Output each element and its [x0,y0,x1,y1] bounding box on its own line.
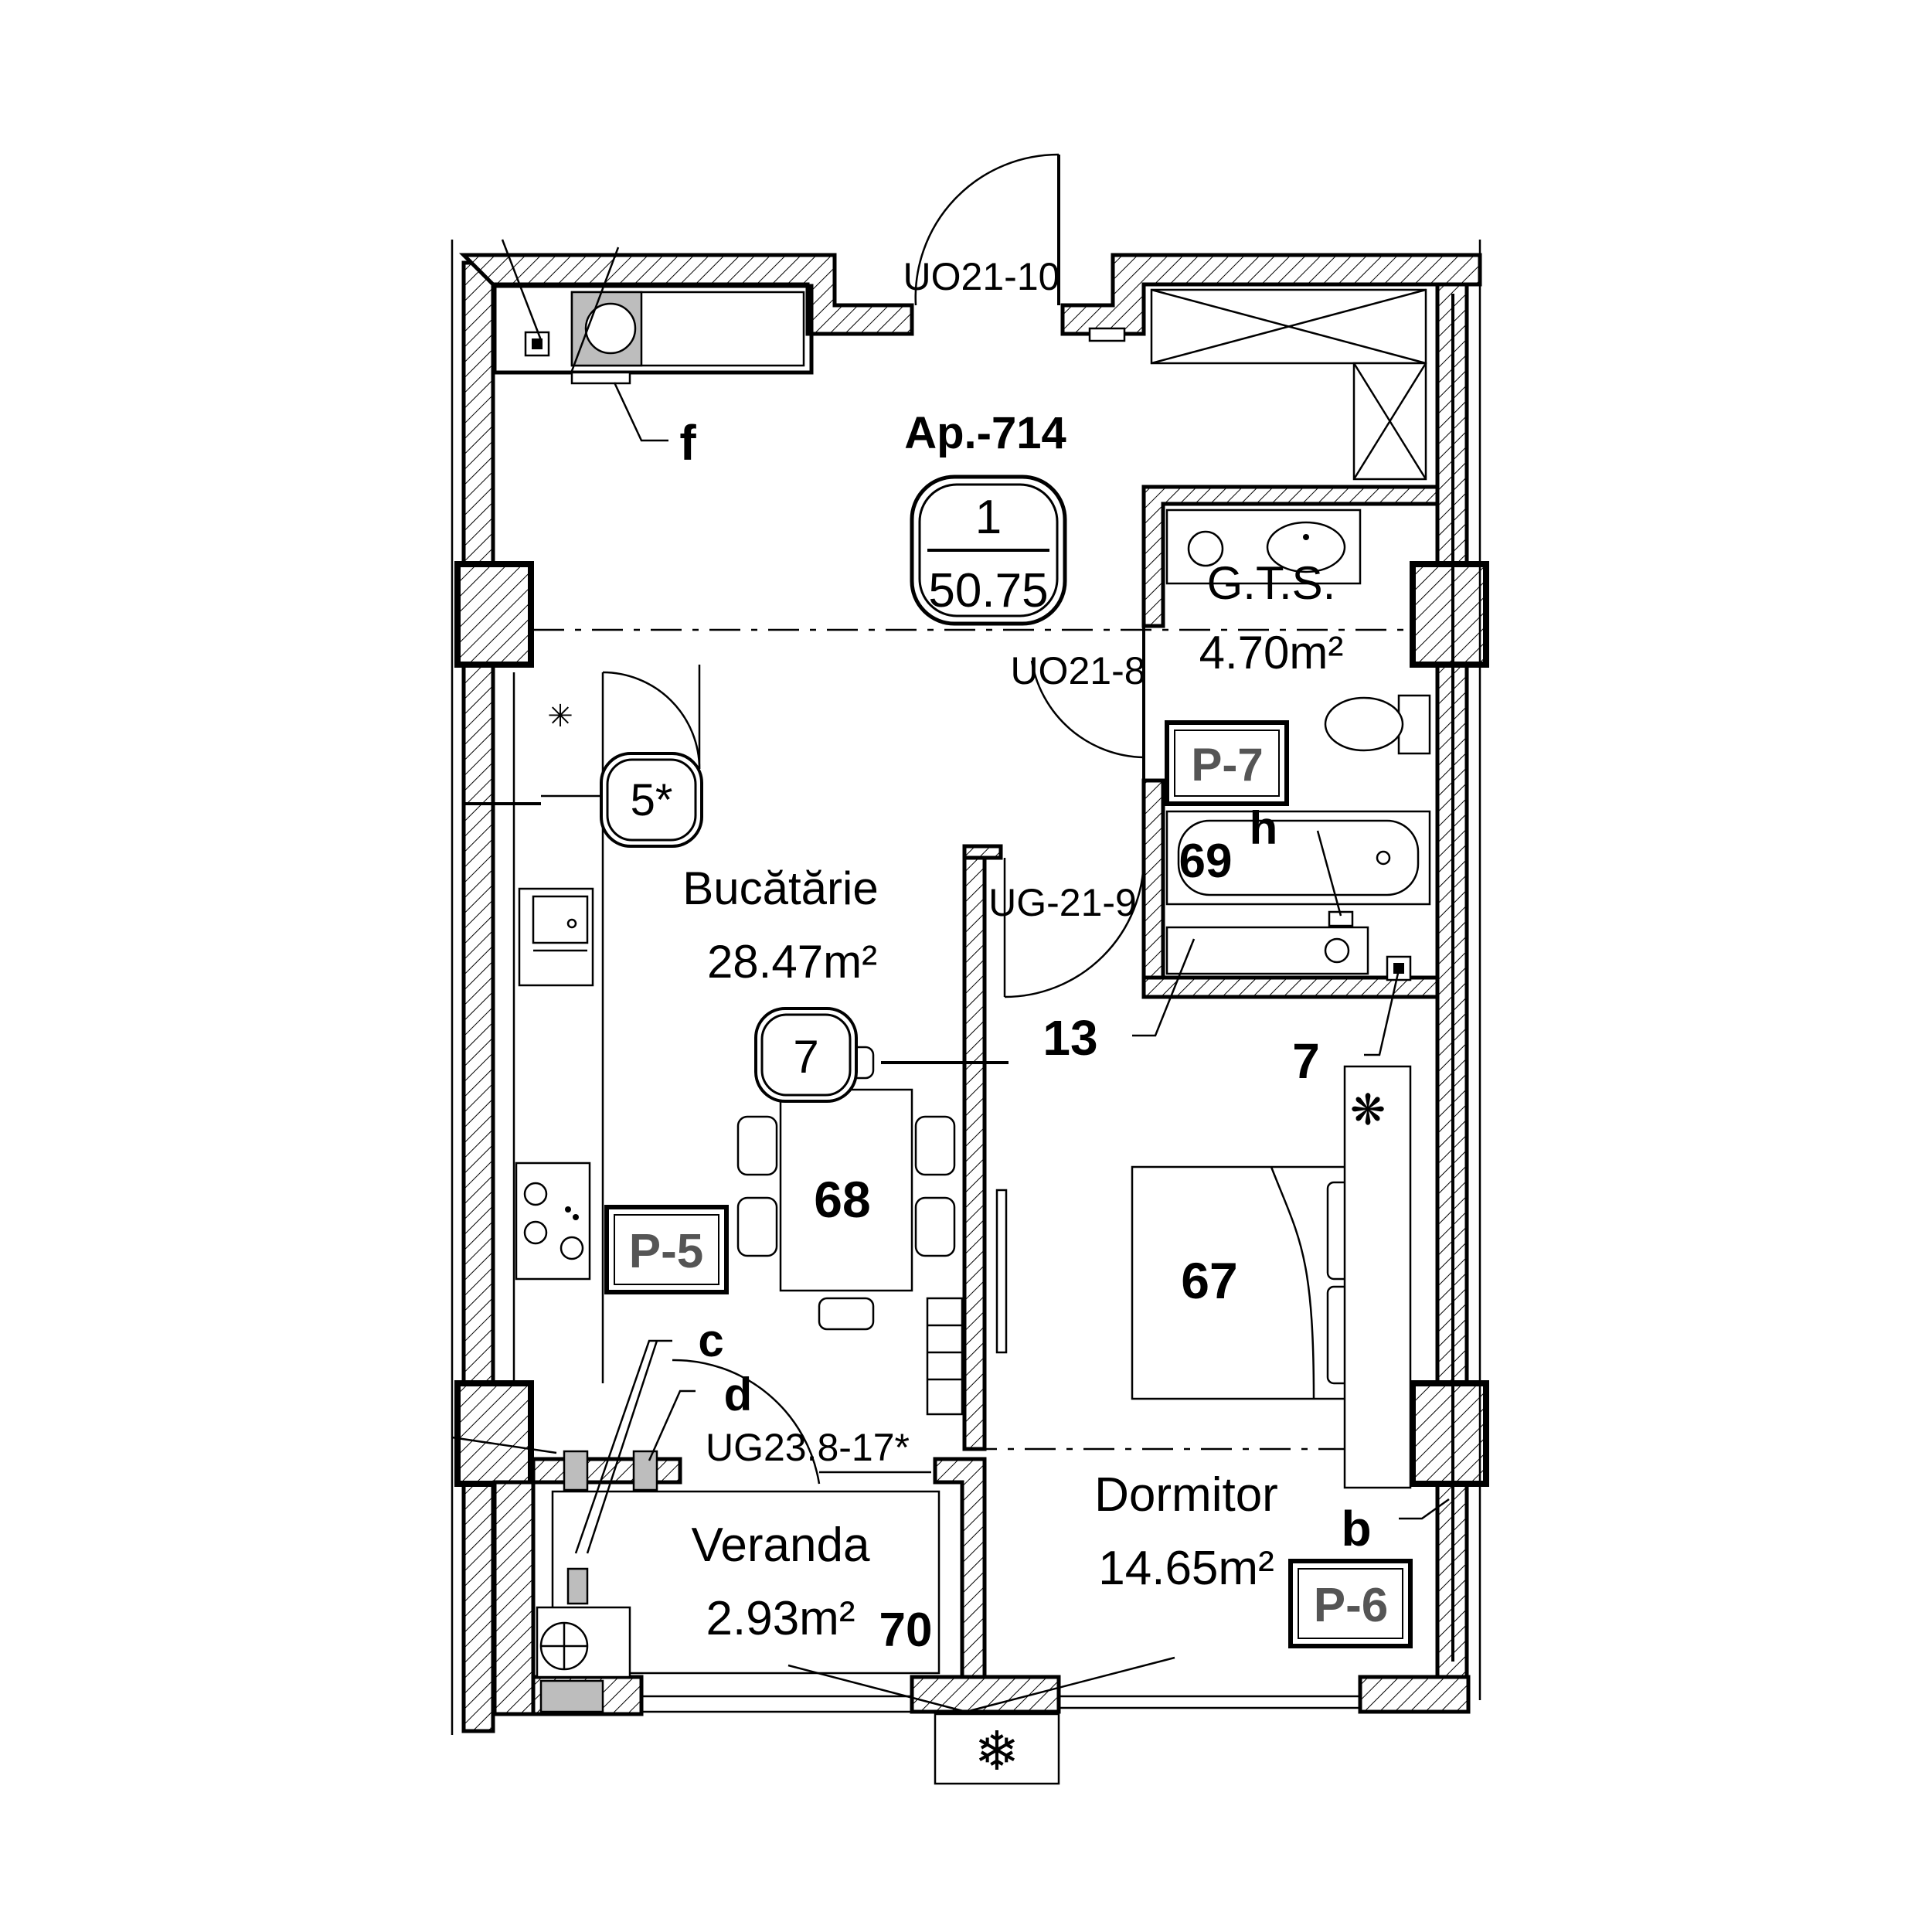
kitchen-code: P-5 [629,1225,703,1278]
dining-table [736,1046,1009,1331]
letter-h: h [1250,802,1278,854]
entry-door[interactable] [914,153,1126,342]
table-number: 68 [814,1171,870,1228]
bedroom-code: P-6 [1314,1579,1388,1632]
kitchen-code-tag: P-5 [604,1205,729,1294]
water-heater-niche [501,239,805,442]
letter-d: d [724,1369,753,1420]
kitchen-counter: ✳ [464,665,701,1383]
bedroom-area: 14.65m² [1098,1542,1274,1595]
kitchen-unit-badge: 5* [600,752,703,848]
table-badge-number: 7 [793,1031,818,1083]
bath-door[interactable] [1030,626,1145,781]
pointer-7: 7 [1292,1033,1320,1089]
letter-f: f [679,415,696,471]
outline-lines [451,240,1481,1735]
radiator [926,1297,964,1416]
door-label-entry: UO21-10 [903,255,1060,298]
door-label-veranda: UG23.8-17* [706,1426,910,1469]
veranda-name: Veranda [692,1519,871,1572]
svg-text:✳: ✳ [547,699,573,733]
table-badge: 7 [754,1007,858,1103]
svg-text:❋: ❋ [1350,1086,1386,1134]
bed-number: 67 [1181,1252,1237,1309]
door-label-bedroom: UG-21-9 [988,881,1137,924]
bedroom-door[interactable] [1003,857,1145,998]
wardrobe [1150,288,1427,481]
bathroom-area: 4.70m² [1199,627,1344,679]
pointer-lines [451,830,1450,1554]
bathtub-number: 69 [1179,835,1233,888]
kitchen-name: Bucătărie [682,862,878,914]
veranda-elements: ❄ [536,1359,1175,1785]
wardrobe-bedroom: ❋ [1343,1065,1412,1489]
apartment-badge-number: 1 [975,491,1002,544]
bathroom-fixtures [1165,509,1431,981]
bedroom-name: Dormitor [1094,1468,1278,1522]
letter-b: b [1341,1501,1371,1556]
apartment-label: Ap.-714 [904,408,1066,458]
kitchen-unit-number: 5* [631,775,673,825]
bedroom-code-tag: P-6 [1288,1559,1413,1648]
svg-text:❄: ❄ [975,1721,1020,1781]
door-label-bath: UO21-8 [1010,649,1145,692]
veranda-area: 2.93m² [706,1592,855,1645]
apartment-badge: 1 50.75 [910,474,1067,626]
bathroom-code: P-7 [1191,739,1263,791]
wall-mirror [995,1189,1008,1354]
apartment-badge-area: 50.75 [928,564,1048,617]
pointer-13: 13 [1043,1010,1097,1066]
letter-c: c [698,1315,723,1366]
kitchen-area: 28.47m² [707,936,877,988]
veranda-number: 70 [879,1604,933,1657]
bathroom-name: G.T.S. [1207,557,1336,609]
bathroom-code-tag: P-7 [1165,720,1289,806]
